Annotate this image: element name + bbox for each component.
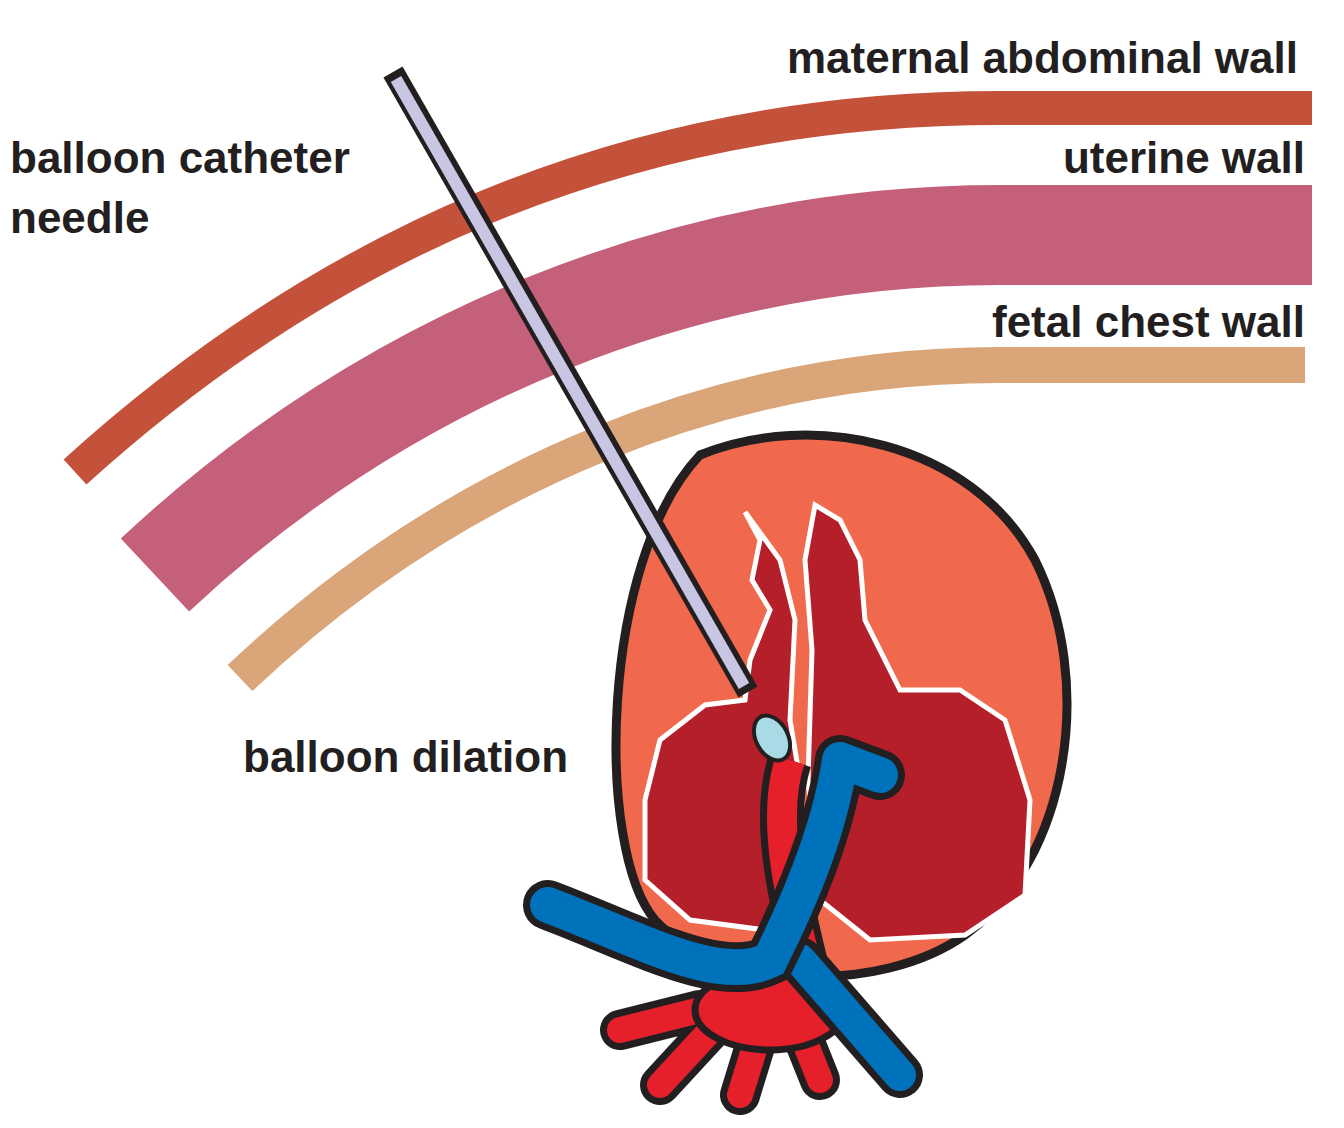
part-label: balloon catheter needle xyxy=(10,128,430,248)
balloon-catheter-needle xyxy=(393,72,797,767)
part-label: balloon dilation xyxy=(243,727,623,787)
balloon xyxy=(747,709,798,766)
great-vessels xyxy=(548,760,900,1095)
part-label: uterine wall xyxy=(905,128,1305,188)
part-label: fetal chest wall xyxy=(905,292,1305,352)
part-label: maternal abdominal wall xyxy=(658,28,1298,88)
fetal-heart xyxy=(616,435,1067,976)
